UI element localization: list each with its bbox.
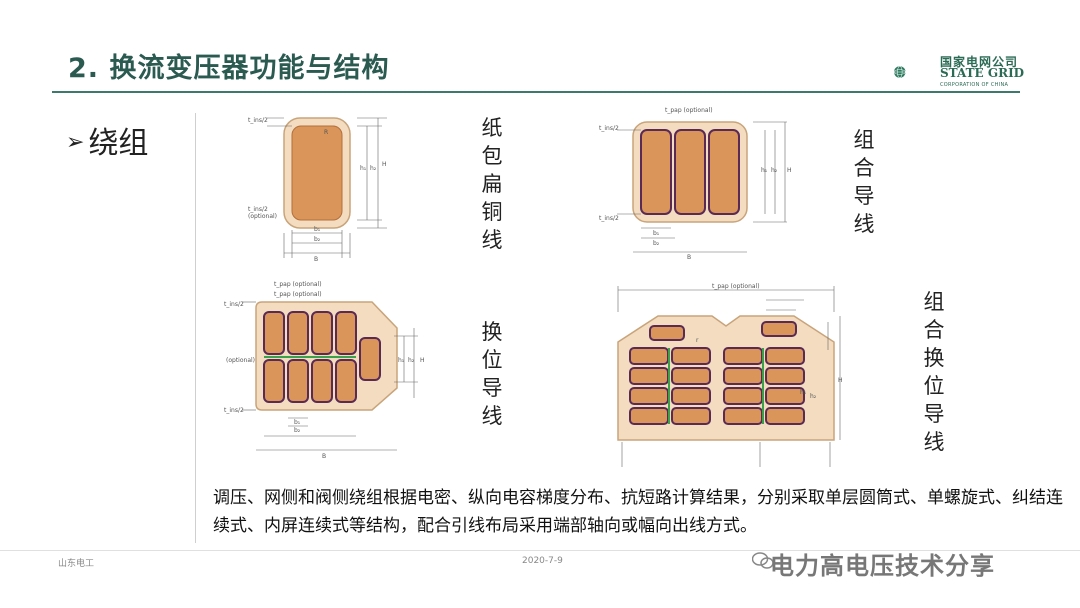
dim-r: R [324, 129, 328, 136]
label-bunched-conductor: 组 合 导 线 [852, 126, 876, 238]
dim-optional: (optional) [226, 357, 255, 364]
label-char: 导 [481, 376, 503, 400]
dim-h2: h₂ [408, 357, 415, 364]
dim-h1: h₁ [761, 167, 768, 174]
dim-h2: h₂ [370, 165, 377, 172]
dim-B: B [322, 453, 326, 460]
label-char: 组 [923, 290, 945, 314]
dim-h1: h₁ [398, 357, 405, 364]
dim-H: H [382, 161, 387, 168]
dim-tpap-2: t_pap (optional) [274, 291, 322, 298]
label-paper-wrapped-wire: 纸 包 扁 铜 线 [480, 114, 504, 254]
diagram-transposed-conductor: t_pap (optional) t_pap (optional) t_ins/… [224, 281, 425, 460]
dim-H: H [838, 377, 843, 384]
winding-description: 调压、网侧和阀侧绕组根据电密、纵向电容梯度分布、抗短路计算结果，分别采取单层圆筒… [213, 488, 1063, 536]
dim-b1: b₁ [294, 419, 301, 426]
dim-h1: h₁ [800, 389, 807, 396]
dim-tins-top: t_ins/2 [224, 301, 244, 308]
footer-date: 2020-7-9 [522, 556, 563, 566]
dim-h2: h₂ [810, 393, 817, 400]
dim-b2: b₂ [653, 240, 660, 247]
label-char: 线 [853, 212, 875, 236]
label-char: 换 [481, 320, 503, 344]
dim-tins-bottom: t_ins/2 [248, 206, 268, 213]
dim-H: H [420, 357, 425, 364]
state-grid-logo-icon [893, 65, 906, 79]
footer-company: 山东电工 [58, 559, 95, 569]
page-title: 2. 换流变压器功能与结构 [68, 53, 390, 84]
dim-b1: b₁ [314, 226, 321, 233]
label-char: 位 [923, 374, 945, 398]
label-char: 线 [481, 404, 503, 428]
dim-optional: (optional) [248, 213, 277, 220]
dim-tins-top: t_ins/2 [248, 117, 268, 124]
dim-tpap: t_pap (optional) [665, 107, 713, 114]
title-divider [52, 91, 1020, 93]
logo-en-text: STATE GRID [940, 66, 1025, 80]
label-bunched-transposed-conductor: 组 合 换 位 导 线 [922, 288, 946, 456]
label-char: 换 [923, 346, 945, 370]
label-char: 纸 [481, 116, 503, 140]
dim-h2: h₂ [771, 167, 778, 174]
dim-h1: h₁ [360, 165, 367, 172]
dim-w: t_pap (optional) [712, 283, 760, 290]
diagram-bunched-conductor: t_pap (optional) t_ins/2 t_ins/2 h₁ h₂ H… [599, 107, 792, 261]
diagram-bunched-transposed-conductor: t_pap (optional) H h₁ h₂ r [617, 283, 843, 467]
dim-b2: b₂ [314, 236, 321, 243]
diagram-paper-wrapped-wire: t_ins/2 t_ins/2 (optional) R h₁ h₂ H b₁ … [248, 117, 387, 263]
label-char: 包 [481, 144, 503, 168]
label-char: 合 [853, 156, 875, 180]
label-char: 导 [923, 402, 945, 426]
bullet-text: 绕组 [88, 126, 149, 161]
label-char: 位 [481, 348, 503, 372]
dim-tins-bottom: t_ins/2 [224, 407, 244, 414]
dim-B: B [687, 254, 691, 261]
dim-tins-bottom: t_ins/2 [599, 215, 619, 222]
label-char: 线 [481, 228, 503, 252]
footer-divider [0, 550, 1080, 551]
bullet-item: ➢绕组 [66, 118, 148, 162]
label-char: 线 [923, 430, 945, 454]
dim-B: B [314, 256, 318, 263]
label-transposed-conductor: 换 位 导 线 [480, 318, 504, 430]
dim-r: r [696, 337, 699, 344]
arrow-bullet-icon: ➢ [66, 130, 85, 155]
label-char: 合 [923, 318, 945, 342]
watermark-text: 电力高电压技术分享 [770, 552, 995, 580]
logo-sub-text: CORPORATION OF CHINA [940, 82, 1009, 88]
dim-tins-top: t_ins/2 [599, 125, 619, 132]
wechat-icon [752, 552, 774, 569]
label-char: 铜 [481, 200, 503, 224]
dim-b2: b₂ [294, 427, 301, 434]
dim-H: H [787, 167, 792, 174]
content-divider [195, 113, 196, 543]
dim-b1: b₁ [653, 230, 660, 237]
label-char: 导 [853, 184, 875, 208]
label-char: 组 [853, 128, 875, 152]
label-char: 扁 [481, 172, 503, 196]
logo-cn-text: 国家电网公司 [940, 55, 1019, 69]
dim-tpap-1: t_pap (optional) [274, 281, 322, 288]
